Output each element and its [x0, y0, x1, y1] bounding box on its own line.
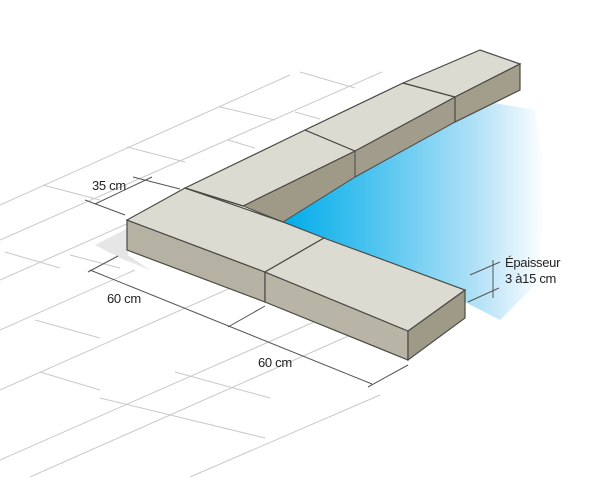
stone-shadow [95, 228, 150, 270]
width-label: 35 cm [92, 178, 126, 193]
coping-stone [263, 237, 467, 332]
thickness-value: 3 à15 cm [505, 271, 557, 286]
paving-tiles [0, 71, 383, 477]
length-label-1: 60 cm [107, 291, 141, 306]
length-label-2: 60 cm [258, 355, 292, 370]
thickness-label: Épaisseur 3 à15 cm [505, 255, 560, 287]
coping-stone [125, 187, 326, 273]
coping-stones-back-row [183, 49, 522, 207]
dimension-lines [84, 176, 501, 388]
thickness-title: Épaisseur [505, 255, 561, 270]
coping-stones-front-row [125, 187, 467, 362]
pool-water [283, 96, 545, 320]
